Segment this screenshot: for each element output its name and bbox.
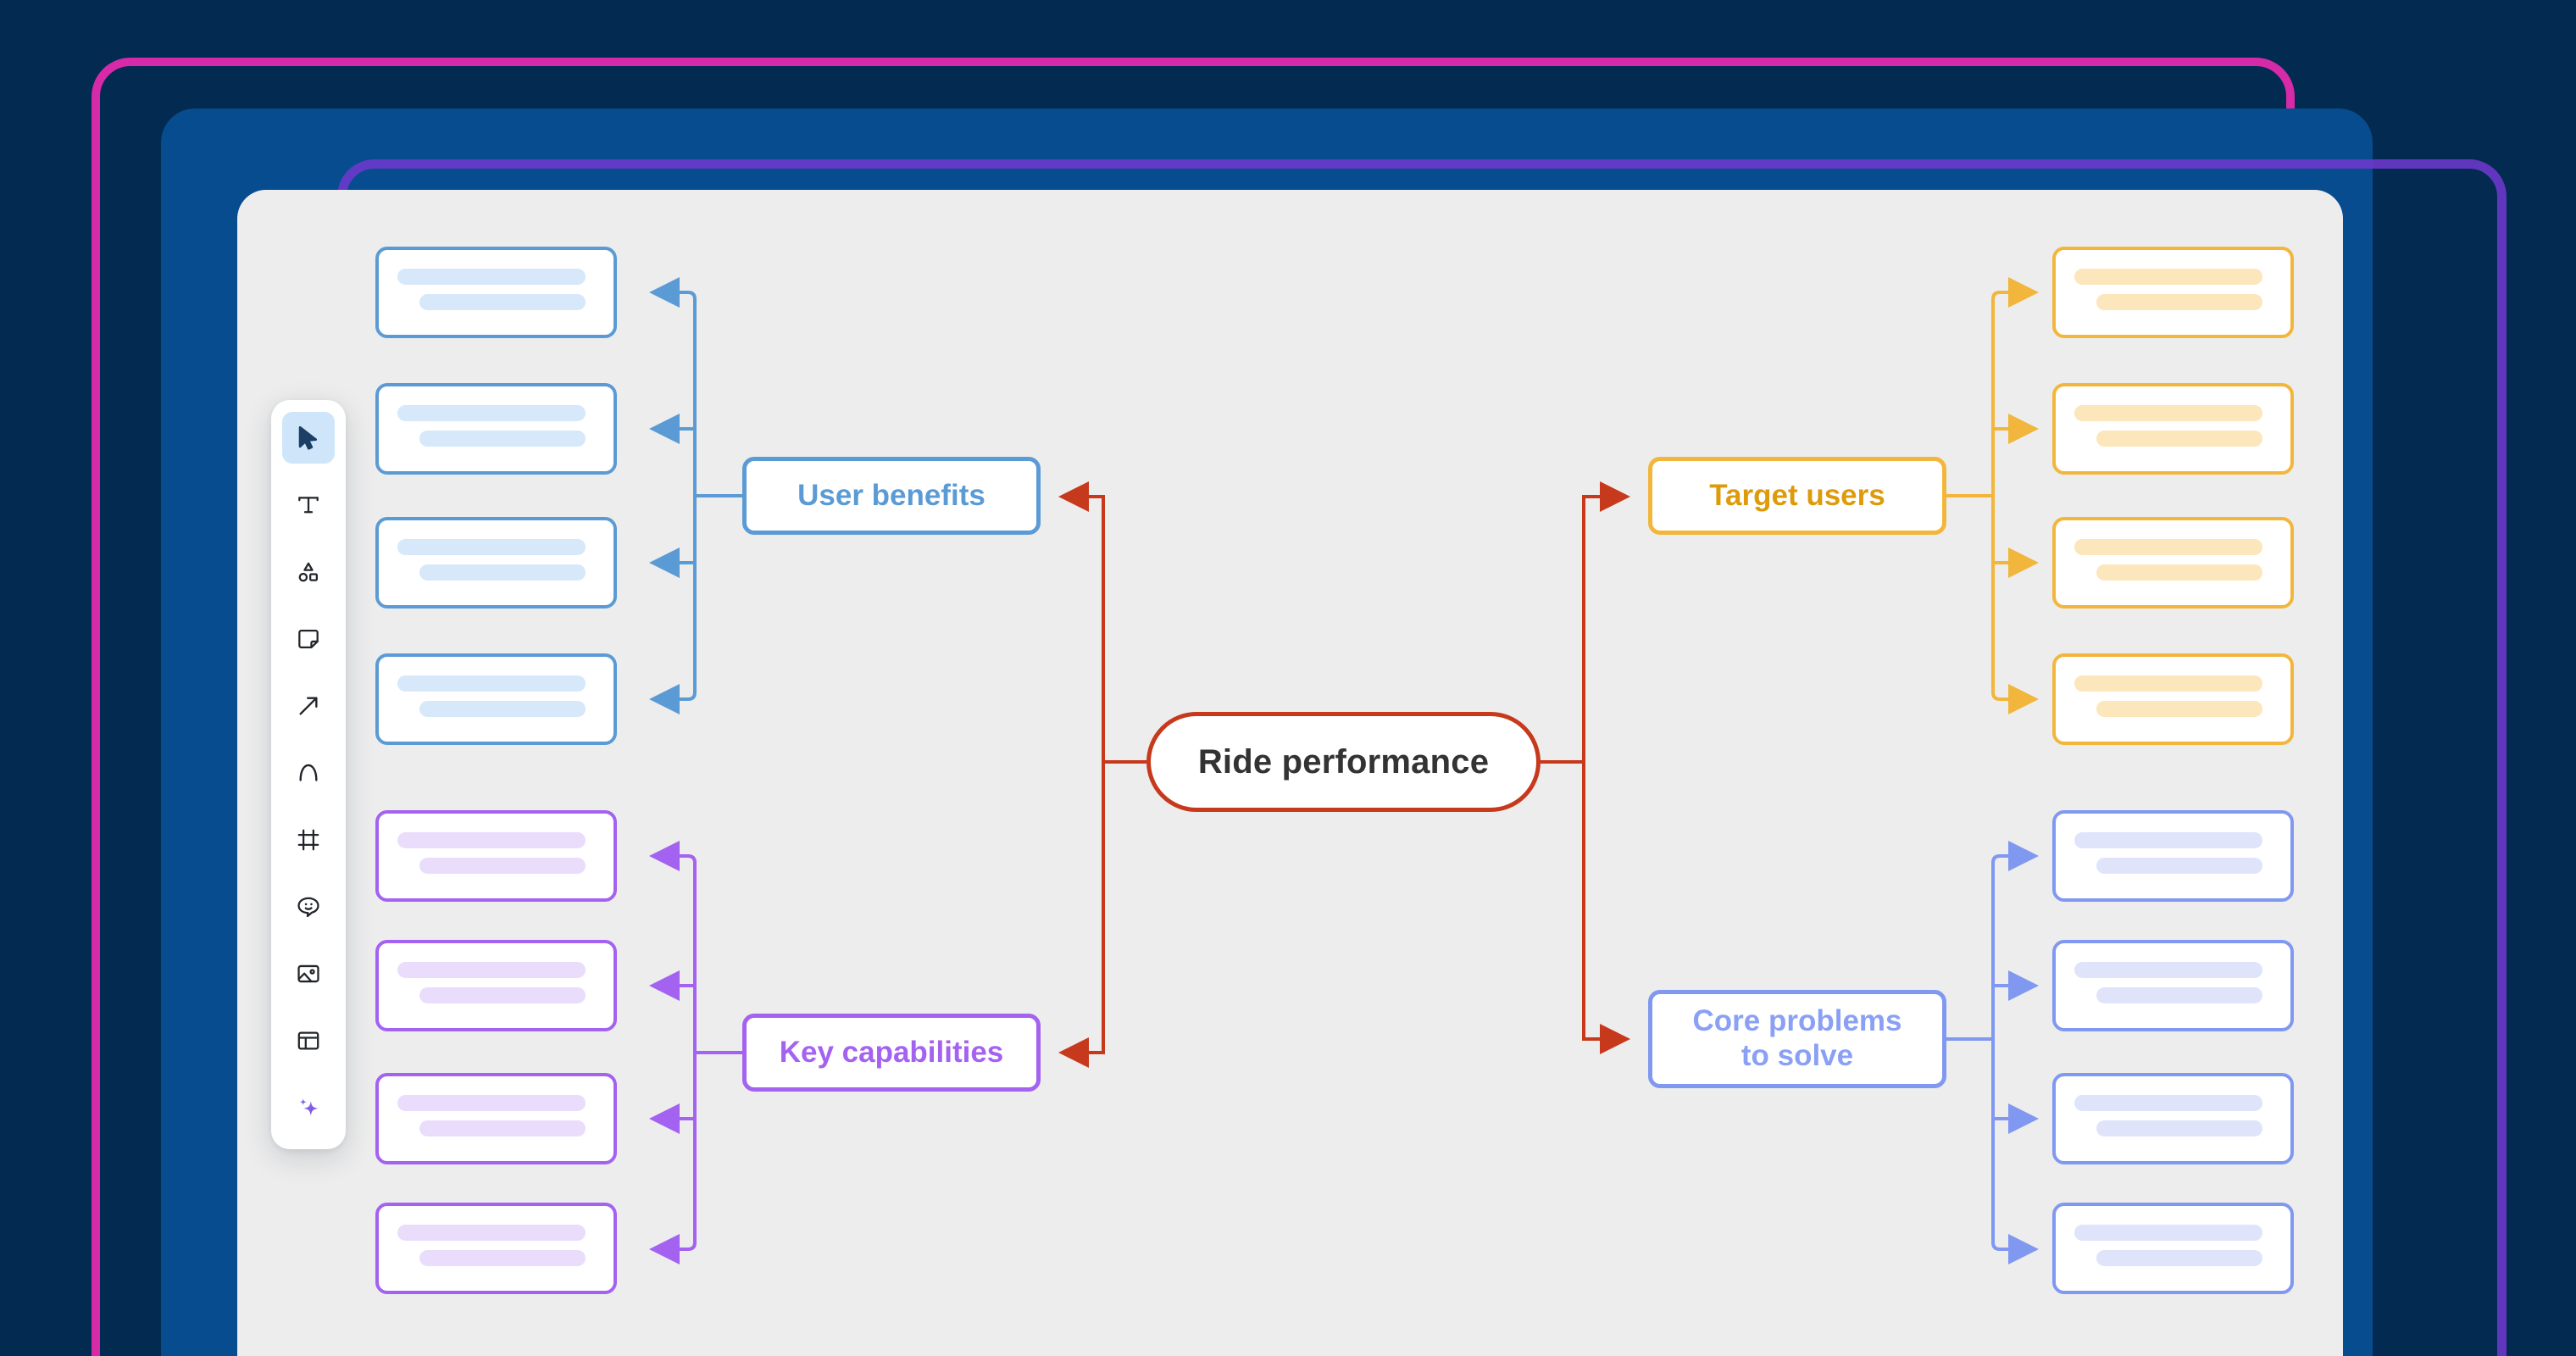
skeleton-bar [2074,539,2262,555]
sticky-note-icon [295,625,322,653]
skeleton-bar [2074,1225,2262,1241]
mindmap-leaf-card[interactable] [375,653,617,745]
skeleton-bar [2096,987,2262,1003]
tool-reaction[interactable] [282,881,335,933]
tool-arrow[interactable] [282,680,335,731]
skeleton-bar [419,564,586,581]
tool-frame[interactable] [282,814,335,866]
mindmap-leaf-card[interactable] [2052,247,2294,338]
tool-sticky-note[interactable] [282,613,335,664]
tool-template[interactable] [282,1015,335,1067]
whiteboard-toolbar[interactable] [271,400,346,1149]
skeleton-bar [419,1250,586,1266]
tool-image[interactable] [282,948,335,1000]
mindmap-leaf-card[interactable] [375,1073,617,1164]
skeleton-bar [397,1225,586,1241]
skeleton-bar [397,405,586,421]
core-problems-label-line2: to solve [1740,1039,1854,1072]
skeleton-bar [2074,269,2262,285]
skeleton-bar [2074,962,2262,978]
mindmap-leaf-card[interactable] [2052,653,2294,745]
tool-text[interactable] [282,479,335,531]
arrow-icon [295,692,322,720]
tool-shapes[interactable] [282,546,335,597]
mindmap-leaf-card[interactable] [2052,810,2294,902]
mindmap-branch-key-capabilities[interactable]: Key capabilities [742,1014,1041,1092]
skeleton-bar [2096,431,2262,447]
mindmap-leaf-card[interactable] [375,517,617,609]
shapes-icon [295,559,322,586]
mindmap-leaf-card[interactable] [2052,1203,2294,1294]
mindmap-leaf-card[interactable] [2052,517,2294,609]
mindmap-branch-core-problems[interactable]: Core problems to solve [1648,990,1946,1088]
skeleton-bar [2074,405,2262,421]
skeleton-bar [2096,858,2262,874]
skeleton-bar [397,675,586,692]
skeleton-bar [2096,1250,2262,1266]
skeleton-bar [2096,701,2262,717]
skeleton-bar [419,1120,586,1136]
mindmap-leaf-card[interactable] [375,383,617,475]
mindmap-branch-target-users[interactable]: Target users [1648,457,1946,535]
emoji-reaction-icon [295,893,322,920]
layout-template-icon [295,1027,322,1054]
skeleton-bar [397,962,586,978]
mindmap-leaf-card[interactable] [375,247,617,338]
mindmap-leaf-card[interactable] [2052,383,2294,475]
tool-pen[interactable] [282,747,335,798]
skeleton-bar [2074,832,2262,848]
skeleton-bar [397,539,586,555]
tool-ai-assist[interactable] [282,1082,335,1134]
skeleton-bar [2096,294,2262,310]
skeleton-bar [397,269,586,285]
ai-sparkle-icon [294,1093,323,1122]
mindmap-leaf-card[interactable] [375,1203,617,1294]
mindmap-root-node[interactable]: Ride performance [1146,712,1541,812]
skeleton-bar [2074,675,2262,692]
skeleton-bar [419,987,586,1003]
skeleton-bar [397,1095,586,1111]
mindmap-leaf-card[interactable] [375,940,617,1031]
mindmap-branch-user-benefits[interactable]: User benefits [742,457,1041,535]
text-icon [295,492,322,519]
skeleton-bar [419,294,586,310]
core-problems-label-line1: Core problems [1692,1004,1902,1038]
skeleton-bar [419,858,586,874]
skeleton-bar [2074,1095,2262,1111]
skeleton-bar [2096,1120,2262,1136]
skeleton-bar [397,832,586,848]
frame-icon [295,826,322,853]
skeleton-bar [419,431,586,447]
cursor-select-icon [294,424,323,453]
image-icon [295,960,322,987]
skeleton-bar [419,701,586,717]
skeleton-bar [2096,564,2262,581]
pen-curve-icon [295,759,322,786]
mindmap-leaf-card[interactable] [2052,1073,2294,1164]
mindmap-leaf-card[interactable] [2052,940,2294,1031]
mindmap-leaf-card[interactable] [375,810,617,902]
tool-select[interactable] [282,412,335,464]
